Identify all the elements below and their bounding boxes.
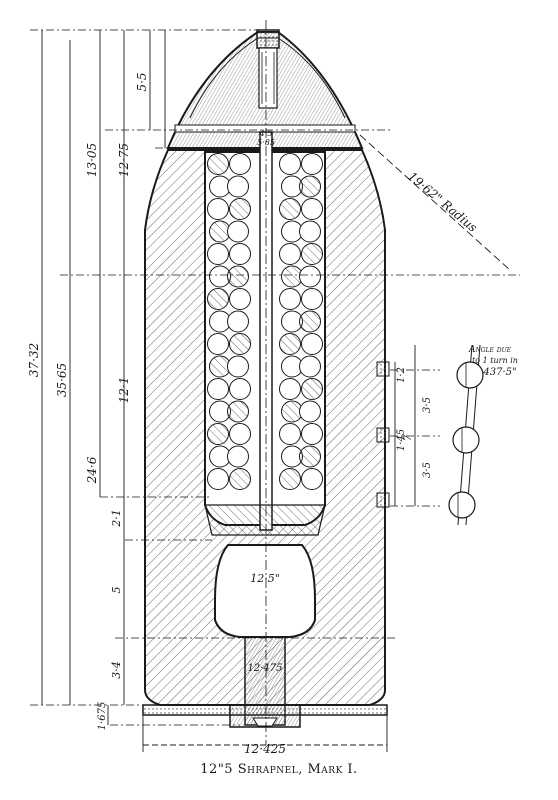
band-gap-1-label: 3·5 [422, 397, 433, 413]
shrapnel-ball [227, 265, 249, 288]
shrapnel-ball [227, 220, 249, 243]
base-plate-label: 1·675 [97, 702, 108, 731]
shrapnel-ball [279, 378, 301, 400]
shrapnel-ball [279, 198, 301, 220]
chamber-length-label: 5 [110, 587, 123, 594]
head-small-label-1: 4·5 [259, 129, 273, 138]
shrapnel-ball [279, 468, 301, 490]
shrapnel-ball [279, 288, 301, 310]
shrapnel-ball [227, 400, 249, 423]
shrapnel-ball [229, 153, 251, 175]
length-b-label: 35·65 [55, 363, 69, 397]
shrapnel-ball [207, 288, 229, 310]
shrapnel-ball [207, 243, 229, 265]
shrapnel-ball [301, 288, 323, 310]
shrapnel-ball [299, 445, 321, 468]
chamber-dia-label: 12·5" [250, 572, 280, 585]
shrapnel-ball [229, 333, 251, 355]
shrapnel-ball [207, 198, 229, 220]
shrapnel-ball [229, 198, 251, 220]
shrapnel-ball [301, 333, 323, 355]
base-length-label: 3·4 [110, 661, 123, 679]
shrapnel-ball [299, 355, 321, 378]
shrapnel-ball [229, 378, 251, 400]
shrapnel-ball [207, 468, 229, 490]
shrapnel-ball [279, 423, 301, 445]
body-length-label: 12·1 [117, 377, 131, 404]
extension-lines [30, 29, 520, 726]
vertical-dimension-lines [41, 30, 416, 725]
rifling-note-line2: to 1 turn in [472, 356, 518, 365]
fuze-height-label: 5·5 [135, 72, 149, 91]
shrapnel-ball [299, 265, 321, 288]
shrapnel-ball [301, 423, 323, 445]
shrapnel-ball [227, 445, 249, 468]
shrapnel-ball [279, 153, 301, 175]
fuze-socket [256, 29, 280, 109]
head-small-label-2: 5·85 [257, 138, 275, 147]
diaphragm-label: 2·1 [110, 509, 123, 528]
head-radius-label: 19·62" Radius [405, 169, 480, 235]
shrapnel-ball [299, 175, 321, 198]
shrapnel-ball [299, 310, 321, 333]
shrapnel-ball [279, 243, 301, 265]
rifling-diagram [448, 344, 484, 526]
shrapnel-ball [301, 243, 323, 265]
shrapnel-ball [279, 333, 301, 355]
overall-dia-label: 12·425 [244, 742, 286, 756]
length-c-label: 24·6 [85, 456, 99, 484]
overall-length-label: 37·32 [27, 343, 41, 377]
shrapnel-ball [301, 153, 323, 175]
diaphragm [204, 504, 326, 536]
shrapnel-ball [207, 153, 229, 175]
shrapnel-ball [299, 400, 321, 423]
diameter-dimension-line [142, 712, 388, 752]
base-plate [142, 704, 388, 716]
band-2-label: 1·45 [396, 429, 407, 451]
shrapnel-ball [229, 243, 251, 265]
shrapnel-ball [227, 310, 249, 333]
base-dia-label: 12·475 [248, 663, 283, 674]
band-gap-2-label: 3·5 [422, 462, 433, 478]
shrapnel-ball [207, 423, 229, 445]
shrapnel-ball [207, 333, 229, 355]
shrapnel-ball [229, 423, 251, 445]
head-height-label: 13·05 [85, 143, 99, 177]
bullets-right-column [279, 153, 323, 490]
band-1-label: 1·2 [396, 367, 407, 383]
bursting-chamber: 12·5" [214, 544, 316, 638]
shrapnel-ball [301, 378, 323, 400]
shrapnel-ball [227, 355, 249, 378]
rifling-note-line1: Angle due [468, 345, 512, 355]
rifling-note-line3: 437·5" [482, 367, 516, 378]
shrapnel-ball [299, 220, 321, 243]
shrapnel-ball [301, 198, 323, 220]
shrapnel-ball [229, 288, 251, 310]
figure-caption: 12"5 Shrapnel, Mark I. [200, 762, 358, 777]
bullets-left-column [207, 153, 251, 490]
driving-bands [376, 361, 390, 508]
cap-height-label: 12·75 [117, 143, 131, 177]
shrapnel-ball [229, 468, 251, 490]
radius-line [359, 134, 511, 271]
shrapnel-ball [227, 175, 249, 198]
band-total-label: 7 [403, 434, 414, 441]
shrapnel-ball [207, 378, 229, 400]
shrapnel-ball [301, 468, 323, 490]
